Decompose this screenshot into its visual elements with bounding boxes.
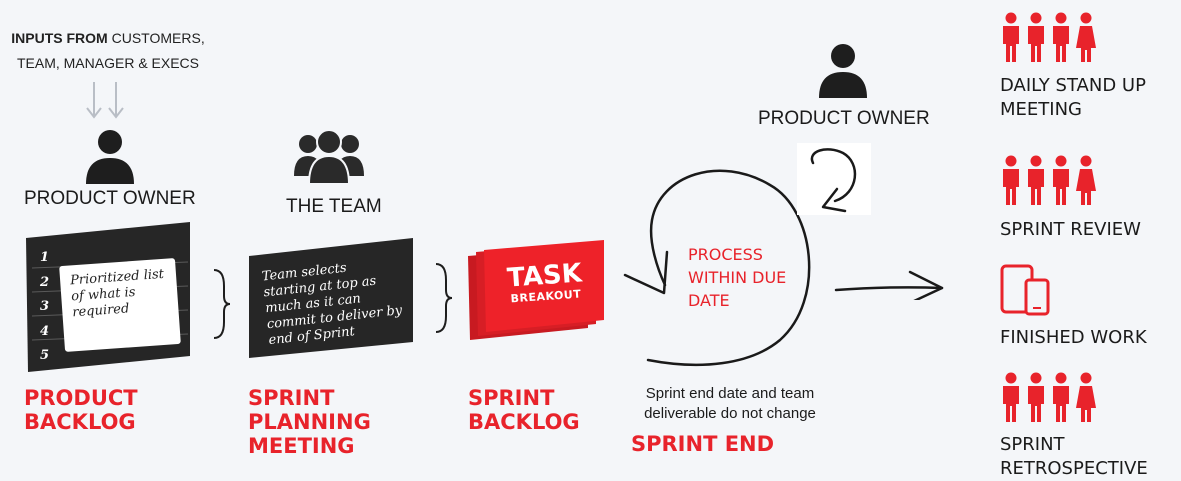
backlog-note: Prioritized list of what is required: [59, 258, 181, 352]
inputs-caption: INPUTS FROM CUSTOMERS, TEAM, MANAGER & E…: [8, 26, 208, 76]
planning-card: Team selects starting at top as much as …: [247, 236, 415, 360]
finished-work-label: FINISHED WORK: [1000, 327, 1147, 348]
label-line: RETROSPECTIVE: [1000, 458, 1148, 479]
product-owner-left: PRODUCT OWNER: [24, 188, 196, 209]
title-line: BACKLOG: [468, 410, 580, 434]
planning-text: Team selects starting at top as much as …: [261, 260, 403, 349]
title-line: PLANNING: [248, 410, 371, 434]
team-people-icon: [1003, 155, 1096, 205]
the-team-label: THE TEAM: [286, 196, 382, 217]
title-line: MEETING: [248, 434, 355, 458]
down-arrows-icon: [86, 82, 124, 119]
team-people-icon: [1003, 372, 1096, 422]
inputs-line1: CUSTOMERS,: [107, 30, 205, 46]
row-number: 1: [40, 250, 50, 265]
daily-standup-label: DAILY STAND UP MEETING: [1000, 74, 1146, 122]
title-line: SPRINT: [468, 386, 555, 410]
sprint-end-note: Sprint end date and team deliverable do …: [630, 384, 830, 424]
feedback-loop-box: [797, 143, 871, 215]
process-text: PROCESS WITHIN DUE DATE: [688, 245, 787, 310]
backlog-card: 1 2 3 4 5 Prioritized list of what is re…: [24, 222, 192, 372]
sprint-end-title: SPRINT END: [631, 432, 775, 456]
sprint-retrospective-label: SPRINT RETROSPECTIVE: [1000, 433, 1148, 481]
brace-icon: [213, 269, 231, 339]
backlog-numbers: 1 2 3 4 5: [40, 246, 49, 369]
title-line: SPRINT: [248, 386, 335, 410]
team-people-icon: [1003, 12, 1096, 62]
label-line: SPRINT: [1000, 434, 1065, 455]
right-arrow-icon: [834, 270, 944, 300]
title-line: BACKLOG: [24, 410, 136, 434]
feedback-loop-icon: [810, 148, 857, 213]
row-number: 4: [40, 323, 50, 339]
note-line: Sprint end date and team: [645, 385, 815, 402]
sprint-backlog-title: SPRINT BACKLOG: [468, 386, 580, 434]
team-icon: [294, 129, 364, 184]
inputs-line2: TEAM, MANAGER & EXECS: [16, 55, 200, 71]
row-number: 2: [40, 274, 50, 290]
label-line: DAILY STAND UP: [1000, 75, 1146, 96]
inputs-bold: INPUTS FROM: [11, 30, 108, 46]
product-owner-right: PRODUCT OWNER: [758, 108, 930, 129]
sprint-review-label: SPRINT REVIEW: [1000, 219, 1141, 240]
label-line: MEETING: [1000, 99, 1082, 120]
brace-icon: [435, 263, 453, 333]
person-icon: [819, 44, 867, 98]
sprint-planning-title: SPRINT PLANNING MEETING: [248, 386, 371, 458]
sprint-loop-icon: [623, 169, 811, 367]
task-card-shape: [468, 240, 604, 340]
row-number: 3: [40, 299, 50, 314]
planning-card-shape: [249, 238, 413, 358]
devices-icon: [1000, 264, 1050, 316]
title-line: PRODUCT: [24, 386, 138, 410]
task-card: TASK BREAKOUT: [466, 240, 606, 340]
task-label: TASK BREAKOUT: [485, 258, 606, 308]
product-backlog-title: PRODUCT BACKLOG: [24, 386, 138, 434]
row-number: 5: [40, 348, 50, 363]
person-icon: [86, 130, 134, 184]
note-line: deliverable do not change: [644, 405, 816, 422]
